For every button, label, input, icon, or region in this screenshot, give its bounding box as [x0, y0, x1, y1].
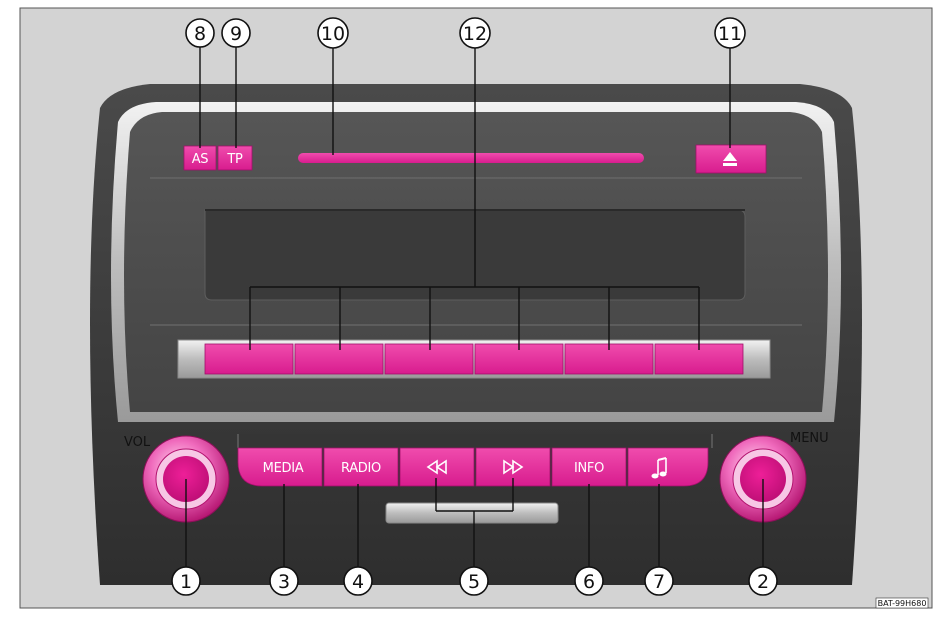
eject-button[interactable] — [696, 145, 766, 173]
rewind-button[interactable] — [400, 448, 474, 486]
cd-slot — [298, 153, 644, 163]
menu-label: MENU — [790, 431, 829, 446]
tp-button[interactable]: TP — [218, 146, 252, 170]
radio-button[interactable]: RADIO — [324, 448, 398, 486]
as-button-label: AS — [192, 152, 209, 167]
svg-text:3: 3 — [278, 571, 290, 593]
callout-3: 3 — [270, 567, 298, 595]
callout-10: 10 — [318, 18, 348, 48]
as-button[interactable]: AS — [184, 146, 216, 170]
image-code: BAT-99H680 — [878, 599, 927, 608]
callout-6: 6 — [575, 567, 603, 595]
sound-button[interactable] — [628, 448, 708, 486]
callout-2: 2 — [749, 567, 777, 595]
callout-1: 1 — [172, 567, 200, 595]
media-button[interactable]: MEDIA — [238, 448, 322, 486]
vol-label: VOL — [124, 435, 151, 450]
callout-5: 5 — [460, 567, 488, 595]
svg-text:9: 9 — [230, 23, 242, 45]
svg-text:6: 6 — [583, 571, 595, 593]
svg-text:5: 5 — [468, 571, 480, 593]
svg-text:12: 12 — [463, 23, 487, 45]
info-button-label: INFO — [574, 461, 604, 476]
callout-7: 7 — [645, 567, 673, 595]
preset-button-1[interactable] — [205, 344, 293, 374]
svg-text:11: 11 — [718, 23, 742, 45]
svg-text:2: 2 — [757, 571, 769, 593]
svg-text:8: 8 — [194, 23, 206, 45]
control-tray — [238, 434, 712, 448]
media-button-label: MEDIA — [263, 461, 304, 476]
svg-text:4: 4 — [352, 571, 364, 593]
preset-button-3[interactable] — [385, 344, 473, 374]
tp-button-label: TP — [226, 152, 243, 167]
callout-9: 9 — [222, 19, 250, 47]
svg-text:7: 7 — [653, 571, 665, 593]
info-button[interactable]: INFO — [552, 448, 626, 486]
radio-button-label: RADIO — [341, 461, 381, 476]
callout-12: 12 — [460, 18, 490, 48]
aux-slot — [386, 503, 558, 523]
callout-8: 8 — [186, 19, 214, 47]
callout-11: 11 — [715, 18, 745, 48]
callout-4: 4 — [344, 567, 372, 595]
svg-text:10: 10 — [321, 23, 345, 45]
preset-button-2[interactable] — [295, 344, 383, 374]
svg-text:1: 1 — [180, 571, 192, 593]
